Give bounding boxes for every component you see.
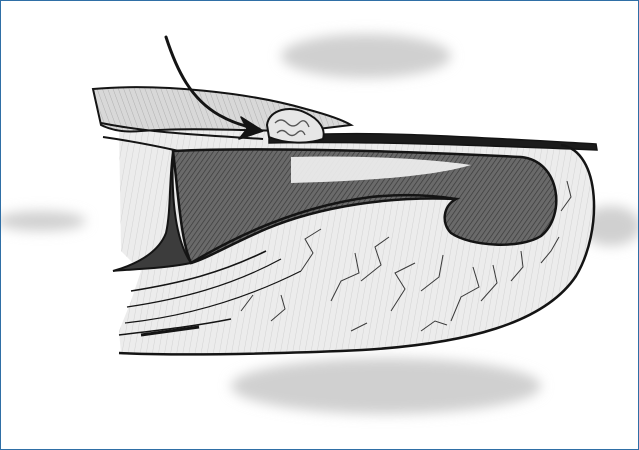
smudge-left	[1, 211, 86, 231]
smudge-top	[281, 34, 451, 78]
smudge-bottom	[231, 358, 541, 414]
